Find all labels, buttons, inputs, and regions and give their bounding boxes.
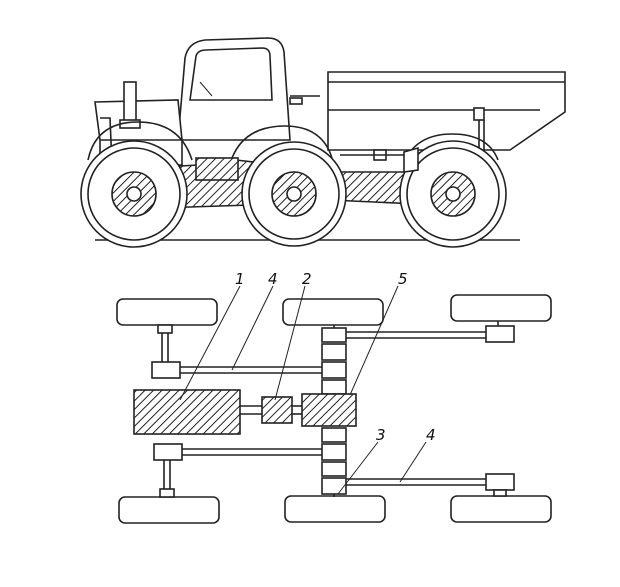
- dump-body: [327, 71, 566, 195]
- front-wheel: [80, 140, 188, 248]
- tire-middle-left: [282, 298, 384, 326]
- callout-5: 5: [398, 270, 408, 288]
- leader-4b: [399, 441, 427, 483]
- front-left-hub: [151, 361, 181, 379]
- transfer-case: [301, 393, 357, 427]
- middle-wheel: [241, 141, 347, 247]
- callout-2: 2: [302, 270, 312, 288]
- drivetrain-plan-view: 1 4 2 5 3 4: [116, 270, 552, 524]
- callout-3: 3: [376, 426, 386, 444]
- leader-3: [337, 441, 379, 495]
- exhaust-stack: [123, 81, 137, 123]
- gearbox: [261, 396, 293, 424]
- cab: [177, 37, 320, 141]
- leader-1: [179, 285, 241, 401]
- rear-wheel: [399, 140, 507, 248]
- callout-4b: 4: [426, 426, 436, 444]
- middle-fender: [231, 125, 333, 159]
- tire-rear-right: [450, 495, 552, 523]
- front-right-hub: [153, 443, 183, 461]
- tire-middle-right: [284, 495, 386, 523]
- tire-front-left: [116, 298, 218, 326]
- front-fender: [87, 121, 193, 161]
- engine: [133, 389, 241, 435]
- rear-left-hub: [485, 325, 515, 343]
- leader-5: [349, 285, 399, 396]
- tire-rear-left: [450, 294, 552, 322]
- transfer-box: [195, 157, 239, 181]
- tire-front-right: [118, 496, 220, 524]
- leader-2: [274, 285, 306, 401]
- leader-4a: [231, 285, 274, 371]
- callout-4a: 4: [268, 270, 278, 288]
- rear-fender: [404, 133, 499, 161]
- vehicle-side-view: [80, 37, 566, 248]
- callout-1: 1: [235, 270, 245, 288]
- rear-right-hub: [485, 473, 515, 491]
